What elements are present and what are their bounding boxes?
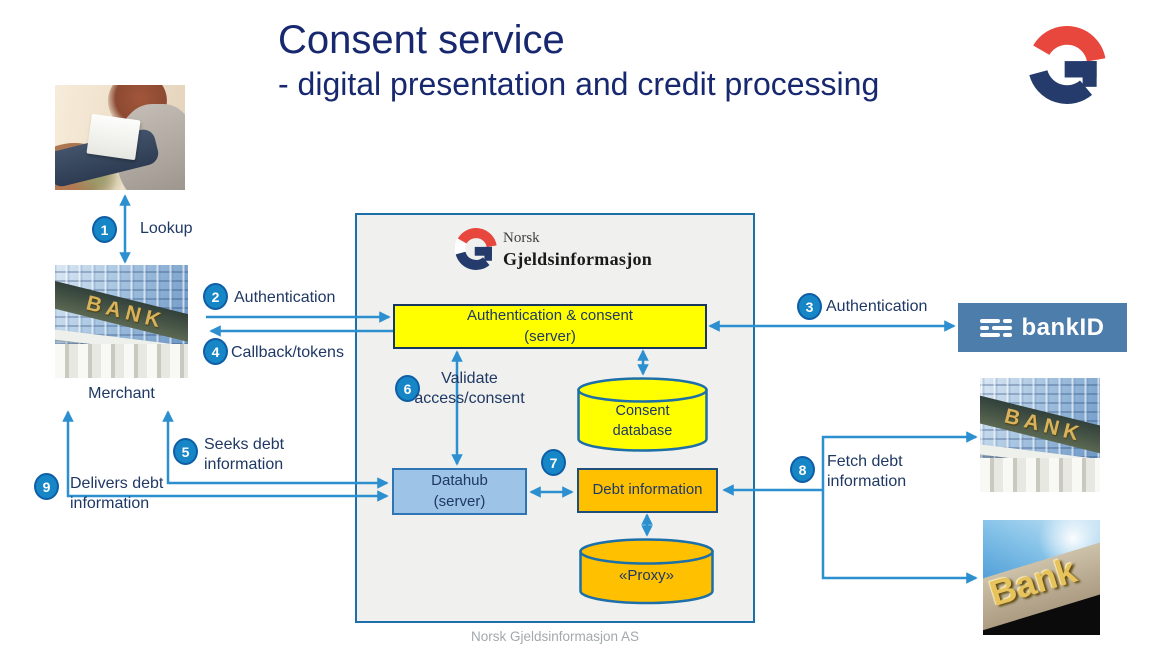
datahub-server-node: Datahub (server) [392,468,527,515]
page-title: Consent service [278,18,565,62]
flow-badge-6: 6 [395,375,420,402]
flow-badge-2: 2 [203,283,228,310]
laptop-shape [86,113,141,160]
flow-label-authentication-2: Authentication [234,289,336,306]
creditor-bank-photo-bottom: Bank [983,520,1100,635]
flow-badge-3: 3 [797,293,822,320]
gjeldsinformasjon-logo-icon [1028,26,1106,104]
flow-badge-7: 7 [541,449,566,476]
datahub-line2: (server) [433,492,486,510]
flow-label-lookup: Lookup [140,220,193,237]
photo-detail [980,457,1100,492]
flow-badge-4: 4 [203,338,228,365]
auth-node-line2: (server) [524,327,576,345]
arrow-fetch-bank-bottom [821,490,978,584]
flow-label-callback-tokens: Callback/tokens [231,344,344,361]
consent-database-node: Consent database [577,377,708,458]
bankid-text: bankID [1021,313,1105,341]
proxy-node: «Proxy» [579,538,714,611]
page-subtitle: - digital presentation and credit proces… [278,66,880,102]
consent-db-label: Consent database [612,403,673,440]
brand-name: Norsk Gjeldsinformasjon [503,229,652,270]
gjeldsinformasjon-logo-icon [455,228,497,270]
flow-badge-9: 9 [34,473,59,500]
auth-consent-server-node: Authentication & consent (server) [393,304,707,349]
photo-detail [55,344,188,378]
auth-node-line1: Authentication & consent [467,307,633,325]
flow-badge-1: 1 [92,216,117,243]
consumer-photo [55,85,185,190]
proxy-label: «Proxy» [618,567,675,584]
bankid-logo: bankID [958,303,1127,352]
database-cylinder-icon [579,538,714,605]
merchant-bank-photo: BANK [55,265,188,378]
debt-information-node: Debt information [577,468,718,513]
bankid-mark-icon [980,318,1013,337]
footer-text: Norsk Gjeldsinformasjon AS [470,629,640,644]
flow-badge-5: 5 [173,438,198,465]
merchant-label: Merchant [88,385,155,402]
debt-info-label: Debt information [592,481,703,499]
flow-label-validate: Validate access/consent [414,370,525,407]
flow-badge-8: 8 [790,456,815,483]
flow-label-seeks-debt: Seeks debt information [204,436,285,473]
flow-label-delivers-debt: Delivers debt information [70,475,164,512]
flow-label-fetch-debt: Fetch debt information [827,453,907,490]
creditor-bank-photo-top: BANK [980,378,1100,492]
brand-name-line1: Norsk [503,230,540,246]
brand-name-line2: Gjeldsinformasjon [503,248,653,269]
database-cylinder-icon [577,377,708,452]
datahub-line1: Datahub [431,472,488,490]
flow-label-authentication-3: Authentication [826,298,928,315]
